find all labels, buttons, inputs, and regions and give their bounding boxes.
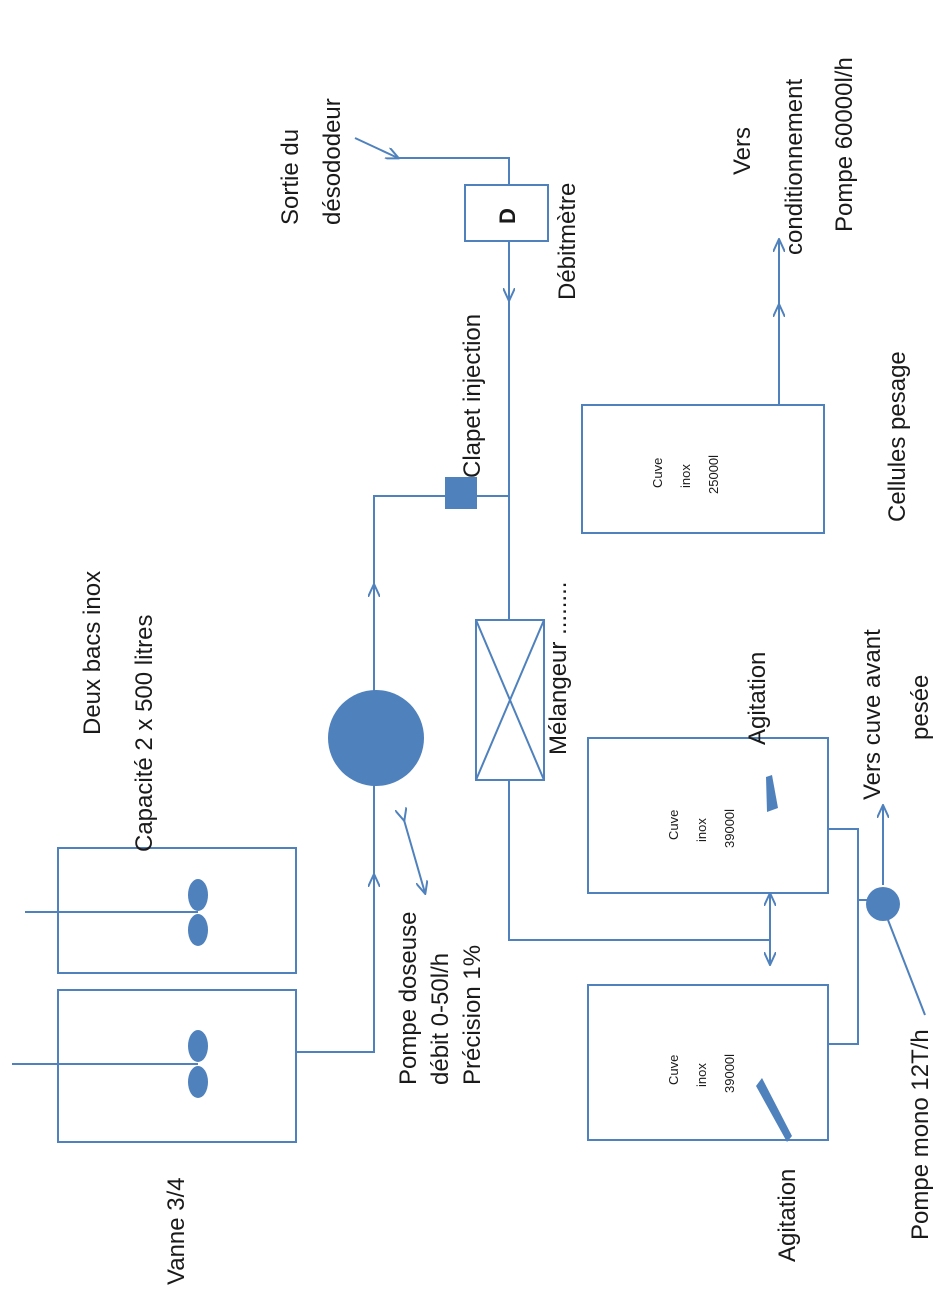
tank-c-label: Cuve bbox=[650, 458, 665, 488]
tank-b-capacity: 39000l bbox=[722, 1054, 737, 1093]
packaging-label: Vers bbox=[729, 127, 756, 175]
dosing-pump-label: Pompe doseuse bbox=[395, 912, 422, 1085]
propeller-icon bbox=[188, 879, 208, 946]
deodorizer-label: Sortie du bbox=[277, 129, 304, 225]
main-line bbox=[398, 157, 770, 941]
dosing-pump-precision: Précision 1% bbox=[459, 945, 486, 1085]
small-tank-2 bbox=[57, 847, 297, 974]
tank-a-capacity: 39000l bbox=[722, 809, 737, 848]
flowmeter-box bbox=[464, 184, 549, 242]
injection-valve-label: Clapet injection bbox=[459, 314, 486, 478]
agitation-label: Agitation bbox=[774, 1169, 801, 1262]
injection-valve-icon bbox=[445, 477, 477, 509]
small-tank-1 bbox=[57, 989, 297, 1143]
deodorizer-pointer bbox=[354, 137, 398, 158]
valve-label: Vanne 3/4 bbox=[163, 1177, 190, 1285]
agitator-icon bbox=[766, 775, 778, 812]
dosing-pump-icon bbox=[328, 690, 424, 786]
mono-pump-label: Pompe mono 12T/h bbox=[907, 1029, 934, 1240]
flowmeter-label: Débitmètre bbox=[554, 183, 581, 300]
tank-a-label: Cuve bbox=[666, 810, 681, 840]
mono-pump-pointer bbox=[887, 919, 926, 1016]
tank-c bbox=[581, 404, 825, 534]
weigh-tank-label: Vers cuve avant bbox=[859, 629, 886, 800]
tank-c-label: inox bbox=[678, 464, 693, 488]
pump-pointer bbox=[404, 820, 425, 893]
deodorizer-label-2: désododeur bbox=[319, 98, 346, 225]
mixer-label: Mélangeur ........ bbox=[545, 582, 572, 755]
tanks-capacity: Capacité 2 x 500 litres bbox=[131, 615, 158, 852]
mono-pump-icon bbox=[866, 887, 900, 921]
packaging-label-2: conditionnement bbox=[781, 79, 808, 255]
propeller-icon bbox=[188, 1030, 208, 1098]
tank-b-label: inox bbox=[694, 1063, 709, 1087]
flowmeter-letter: D bbox=[495, 208, 520, 224]
tank-outlet-line bbox=[828, 828, 859, 1045]
tank-b-label: Cuve bbox=[666, 1055, 681, 1085]
tank-b bbox=[587, 984, 829, 1141]
tank-c-capacity: 25000l bbox=[706, 455, 721, 494]
agitator-icon bbox=[756, 1078, 792, 1142]
weigh-tank-label-2: pesée bbox=[907, 675, 934, 740]
agitation-label: Agitation bbox=[744, 652, 771, 745]
static-mixer bbox=[475, 619, 545, 781]
packaging-pump-label: Pompe 60000l/h bbox=[831, 57, 858, 232]
tank-a-label: inox bbox=[694, 818, 709, 842]
dosing-pump-flow: débit 0-50l/h bbox=[427, 953, 454, 1085]
tanks-title: Deux bacs inox bbox=[79, 571, 106, 735]
tank-a bbox=[587, 737, 829, 894]
load-cells-label: Cellules pesage bbox=[884, 351, 911, 522]
